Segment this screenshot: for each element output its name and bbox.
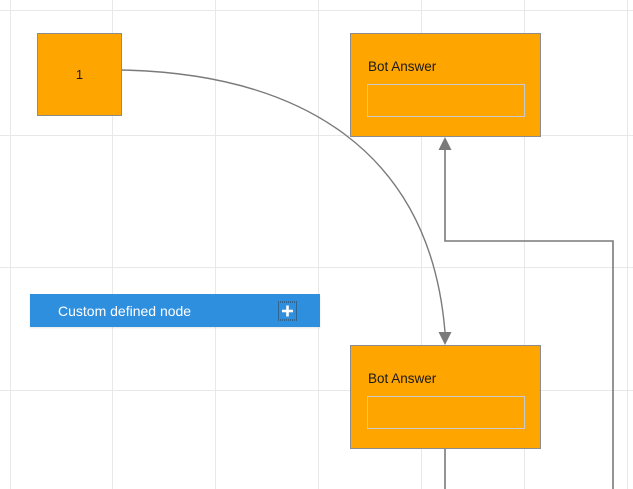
bot-answer-content-slot[interactable] xyxy=(367,396,525,429)
node-title: Bot Answer xyxy=(368,59,437,74)
palette-item-custom-defined-node[interactable]: Custom defined node xyxy=(30,294,320,327)
bot-answer-content-slot[interactable] xyxy=(367,84,525,117)
palette-item-label: Custom defined node xyxy=(58,302,192,319)
node-title: Bot Answer xyxy=(368,371,437,386)
node-start-label: 1 xyxy=(75,67,84,82)
node-bot-answer-top[interactable]: Bot Answer xyxy=(350,33,541,137)
plus-icon[interactable] xyxy=(278,301,297,320)
node-start[interactable]: 1 xyxy=(37,33,122,116)
node-bot-answer-bottom[interactable]: Bot Answer xyxy=(350,345,541,449)
